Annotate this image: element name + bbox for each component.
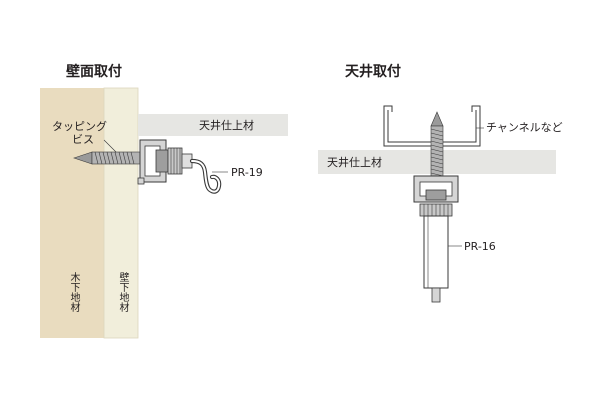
wood-base-label: 木下地材 [68,272,79,312]
wall-rail-profile [137,139,169,185]
wall-base-material [103,87,139,339]
ceiling-rail-profile [413,175,459,203]
tapping-screw [73,151,141,165]
ceiling-finish-label: 天井仕上材 [327,156,382,169]
wood-base-material [40,88,104,338]
channel-label: チャンネルなど [486,121,563,134]
wall-screw-label-line1: タッピング [52,120,107,133]
ceiling-mount-title: 天井取付 [345,64,401,80]
wall-hook [189,158,222,194]
wall-ceiling-finish-label: 天井仕上材 [199,119,254,132]
ceiling-screw [430,111,444,183]
wall-runner-nut [167,147,193,175]
wall-screw-label-line2: ビス [72,133,94,146]
wall-product-label: PR-19 [231,166,263,179]
wall-screw-leader [103,139,117,153]
wall-mount-title: 壁面取付 [66,64,122,80]
ceiling-runner-nut [419,203,453,217]
wall-base-label: 壁下地材 [117,272,128,312]
ceiling-hanger-body [423,215,449,303]
wall-ceiling-finish-board [138,114,288,136]
ceiling-product-label: PR-16 [464,240,496,253]
